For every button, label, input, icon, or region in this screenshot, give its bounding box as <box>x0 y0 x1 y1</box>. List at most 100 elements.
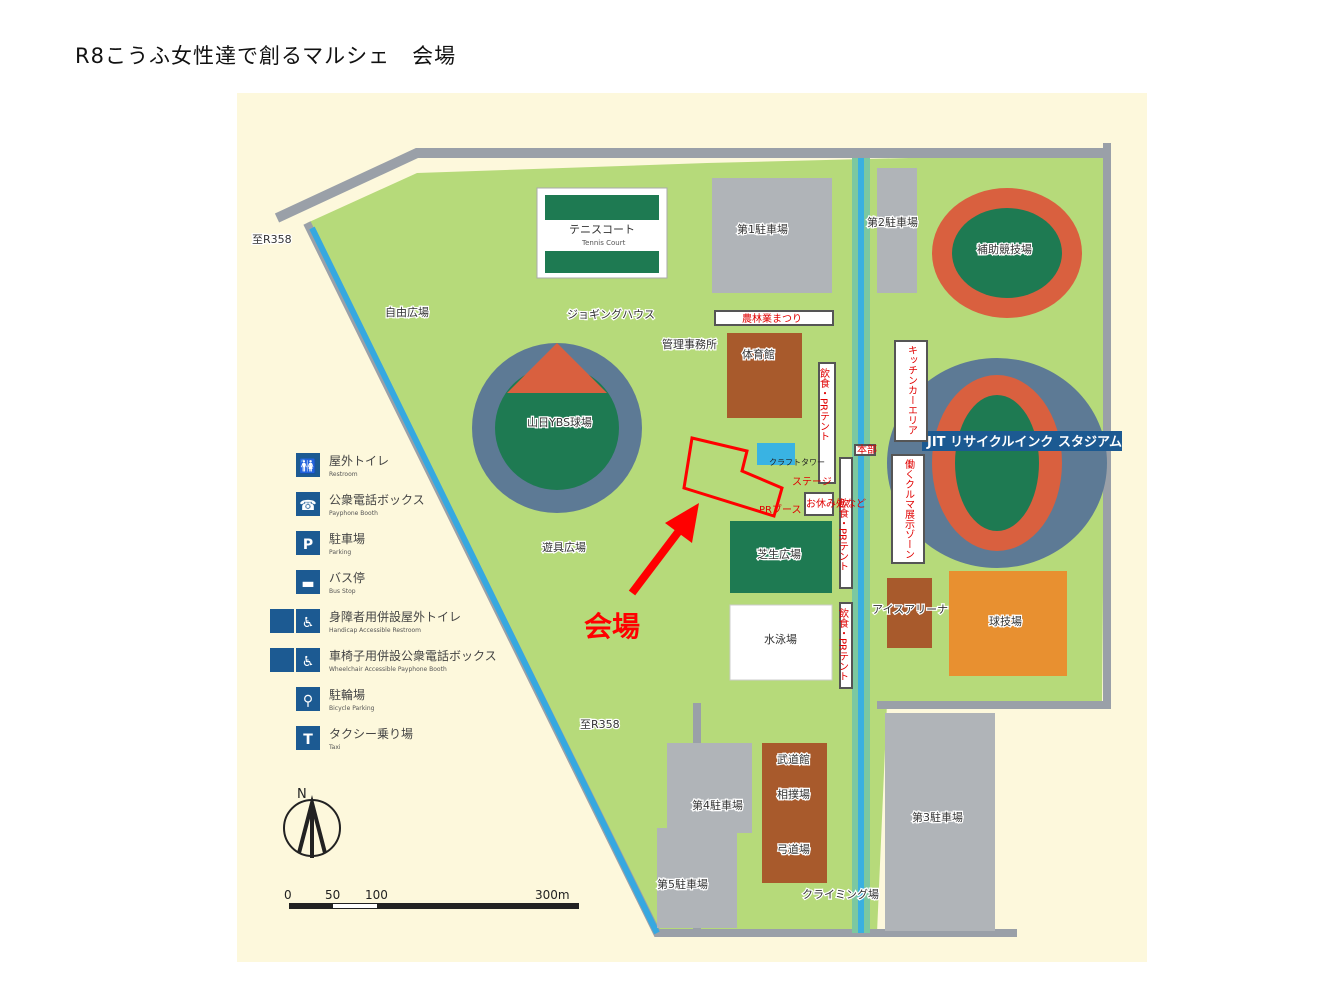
label-ball-field: 球技場 <box>989 614 1022 628</box>
label-free-plaza: 自由広場 <box>385 305 429 319</box>
legend-label-en: Handicap Accessible Restroom <box>329 627 421 634</box>
legend-label-en: Payphone Booth <box>329 510 378 517</box>
label-lawn: 芝生広場 <box>757 547 801 561</box>
payphone-icon <box>296 492 320 516</box>
legend-label: 身障者用併設屋外トイレ <box>329 609 461 624</box>
parking-icon <box>296 531 320 555</box>
road-east <box>877 143 1111 709</box>
label-parking4: 第4駐車場 <box>692 798 743 812</box>
river <box>309 226 660 935</box>
scale-tick: 100 <box>365 888 388 902</box>
arrow-head-icon <box>665 503 699 543</box>
parking-1 <box>712 178 832 293</box>
scale-tick: 300m <box>535 888 570 902</box>
legend-label-en: Taxi <box>328 744 341 751</box>
legend-label-en: Wheelchair Accessible Payphone Booth <box>329 666 447 673</box>
taxi-icon-glyph: T <box>303 732 313 748</box>
legend-label-en: Restroom <box>329 471 358 478</box>
bicycle-icon <box>296 687 320 711</box>
zone-food-pr-2 <box>839 457 853 589</box>
compass-n: N <box>297 787 307 802</box>
parking-5 <box>657 828 737 928</box>
label-parking3: 第3駐車場 <box>912 810 963 824</box>
zone-agri-festival <box>714 310 834 326</box>
label-rest: お休み処など <box>806 497 866 510</box>
legend-label-en: Parking <box>329 549 351 556</box>
label-food-pr-1: 飲食・PRテント <box>818 367 830 441</box>
label-parking2: 第2駐車場 <box>867 215 918 229</box>
scale-tick: 50 <box>325 888 340 902</box>
label-budokan: 武道館 <box>777 752 810 766</box>
payphone-icon-glyph: ☎ <box>299 498 316 514</box>
label-baseball: 山日YBS球場 <box>527 415 592 429</box>
legend-label: 車椅子用併設公衆電話ボックス <box>329 648 497 663</box>
label-tennis-en: Tennis Court <box>581 239 626 247</box>
legend-label: タクシー乗り場 <box>329 727 413 741</box>
label-pr-booth: PRブース <box>759 503 801 516</box>
label-food-pr-2: 飲食・PRテント <box>837 497 849 571</box>
zone-hq <box>854 444 876 456</box>
martial-arts-buildings <box>762 743 827 883</box>
legend-label-en: Bicycle Parking <box>329 705 375 712</box>
label-food-pr-3: 飲食・PRテント <box>837 607 849 681</box>
bicycle-icon-glyph: ⚲ <box>303 693 313 709</box>
zone-kitchen-car <box>894 340 928 442</box>
accessible-restroom-icon-glyph: ♿ <box>302 615 315 631</box>
craft-tower <box>757 443 795 465</box>
bus-icon <box>296 570 320 594</box>
accessible-payphone-icon <box>296 648 320 672</box>
label-parking5: 第5駐車場 <box>657 877 708 891</box>
label-stage: ステージ <box>792 477 832 488</box>
legend-label: バス停 <box>329 570 365 585</box>
accessible-restroom-icon <box>296 609 320 633</box>
zone-car-display <box>891 454 925 564</box>
road-north <box>274 148 1107 223</box>
label-kyudo: 弓道場 <box>777 842 810 856</box>
taxi-icon <box>296 726 320 750</box>
label-stadium: JIT リサイクルインク スタジアム <box>926 435 1122 450</box>
label-agri-festival: 農林業まつり <box>742 312 802 325</box>
venue-label: 会場 <box>584 610 640 643</box>
legend-label: 駐輪場 <box>329 687 365 702</box>
compass: N <box>283 787 341 858</box>
parking-icon-glyph: P <box>303 537 313 553</box>
park-map: テニスコート Tennis Court 第1駐車場 第2駐車場 補助競技場 山日… <box>237 93 1147 962</box>
parking-2 <box>877 168 917 293</box>
label-pool: 水泳場 <box>764 632 797 646</box>
accessible-payphone-icon-glyph: ♿ <box>302 654 315 670</box>
label-climbing: クライミング場 <box>802 887 879 901</box>
scale-bar: 0 50 100 300m <box>284 888 579 909</box>
label-gym: 体育館 <box>742 347 775 361</box>
label-sumo: 相撲場 <box>777 787 810 801</box>
label-jogging: ジョギングハウス <box>567 307 655 321</box>
label-craft-tower: クラフトタワー <box>769 458 825 467</box>
legend-label: 公衆電話ボックス <box>329 492 425 507</box>
label-tennis: テニスコート <box>569 223 635 236</box>
legend-label-en: Bus Stop <box>329 588 356 595</box>
label-hq: 本部 <box>857 443 877 456</box>
parking-4 <box>667 743 752 833</box>
zone-food-pr-3 <box>839 602 853 689</box>
bus-icon-glyph: ▬ <box>301 576 314 592</box>
label-ice: アイスアリーナ <box>872 603 948 616</box>
ice-arena <box>887 578 932 648</box>
venue-arrow <box>628 520 689 596</box>
label-car-display: 働くクルマ展示ゾーン <box>903 458 915 559</box>
zone-food-pr-1 <box>818 362 836 484</box>
restroom-icon <box>296 453 320 477</box>
zone-rest <box>804 492 834 516</box>
restroom-icon-glyph: 🚻 <box>299 458 316 475</box>
legend-label: 駐車場 <box>329 531 365 546</box>
label-admin: 管理事務所 <box>662 337 717 351</box>
label-playground: 遊具広場 <box>542 540 586 554</box>
scale-tick: 0 <box>284 888 292 902</box>
gymnasium <box>727 333 802 418</box>
label-aux-track: 補助競技場 <box>977 242 1032 256</box>
lawn-plaza <box>730 521 832 593</box>
label-route-south: 至R358 <box>580 718 620 731</box>
label-kitchen-car: キッチンカーエリア <box>906 345 918 435</box>
ball-field <box>949 571 1067 676</box>
legend-label: 屋外トイレ <box>329 454 389 468</box>
pool <box>729 604 833 681</box>
